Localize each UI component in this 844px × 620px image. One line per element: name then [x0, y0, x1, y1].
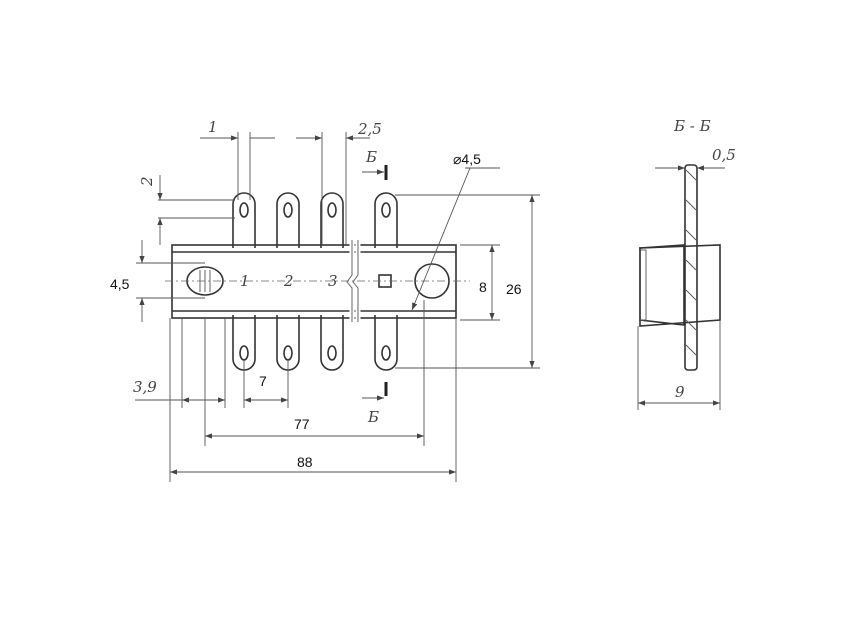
dim-overall-height: 26 [506, 281, 522, 297]
dim-body-height: 8 [479, 279, 487, 295]
pin-hole [381, 202, 391, 218]
pin-tab [276, 192, 300, 248]
pin-tab [374, 315, 398, 371]
section-mark-top: Б [365, 148, 377, 166]
dim-edge-offset: 3,9 [133, 378, 157, 396]
pin-number-2: 2 [283, 272, 294, 290]
pin-hole [381, 345, 391, 361]
pin-hole [327, 202, 337, 218]
pin-hole [283, 345, 293, 361]
dim-section-width: 9 [675, 383, 685, 401]
dim-hole-height: 4,5 [110, 276, 130, 292]
pin-number-1: 1 [240, 272, 250, 290]
dim-pin-width: 1 [208, 118, 218, 136]
pin-hole [283, 202, 293, 218]
pin-hole [239, 202, 249, 218]
pin-hole [239, 345, 249, 361]
top-pins [232, 192, 398, 371]
dim-hole-spacing: 77 [294, 416, 310, 432]
dim-hole-diameter: ⌀4,5 [453, 151, 481, 167]
dim-hole-offset: 2 [138, 176, 156, 187]
dim-pin-spacing: 2,5 [357, 120, 382, 138]
dim-pin-pitch: 7 [259, 373, 267, 389]
dimensions [135, 132, 540, 482]
pin-tab [232, 192, 256, 248]
section-title: Б - Б [673, 117, 711, 135]
dim-thickness: 0,5 [712, 146, 736, 164]
pin-hole [327, 345, 337, 361]
pin-tab [374, 192, 398, 248]
section-view [637, 164, 725, 410]
section-mark-bottom: Б [367, 408, 379, 426]
dim-overall-length: 88 [297, 454, 313, 470]
pin-tab [320, 192, 344, 248]
pin-tab [320, 315, 344, 371]
pin-number-3: 3 [328, 272, 338, 290]
terminal-strip-body: 1 2 3 [165, 240, 470, 322]
